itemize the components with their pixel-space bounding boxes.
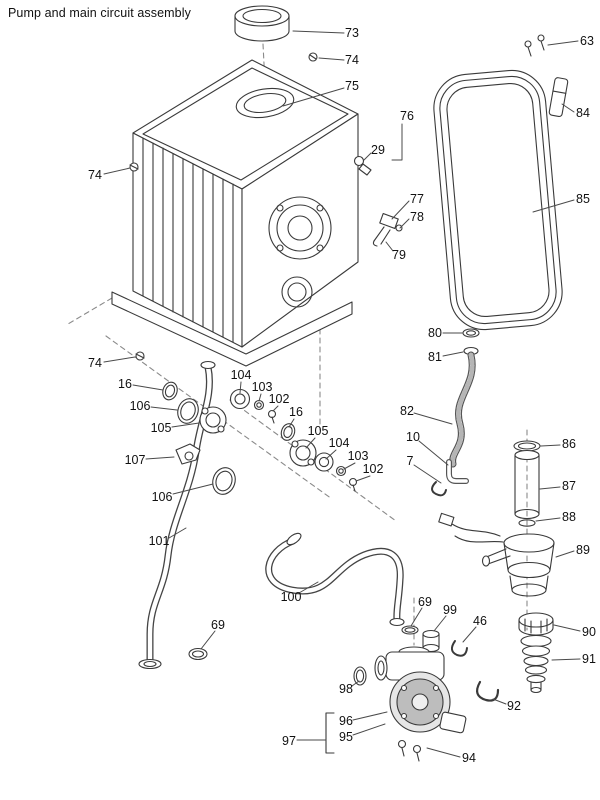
filter-column bbox=[438, 440, 555, 694]
bracket-84 bbox=[548, 77, 569, 118]
pump-assembly bbox=[353, 625, 468, 762]
flange-group-left bbox=[162, 381, 277, 465]
leader-lines bbox=[103, 30, 581, 758]
expansion-vessel bbox=[433, 69, 563, 331]
screw-74-mid bbox=[135, 351, 145, 361]
bracket-97 bbox=[325, 712, 335, 754]
screw-74-top bbox=[308, 52, 318, 62]
flue-collar bbox=[234, 5, 290, 42]
sensor-29 bbox=[353, 155, 372, 176]
screw-74-left bbox=[129, 162, 139, 172]
pipe-101 bbox=[138, 360, 216, 670]
screws-63 bbox=[524, 34, 545, 57]
electrode-assembly bbox=[372, 213, 403, 247]
clip-92 bbox=[475, 680, 500, 702]
flange-group-mid bbox=[212, 423, 358, 495]
pipe-100 bbox=[265, 532, 405, 627]
page-title: Pump and main circuit assembly bbox=[8, 6, 191, 20]
hose-assembly bbox=[431, 328, 480, 497]
heat-exchanger bbox=[111, 59, 359, 367]
